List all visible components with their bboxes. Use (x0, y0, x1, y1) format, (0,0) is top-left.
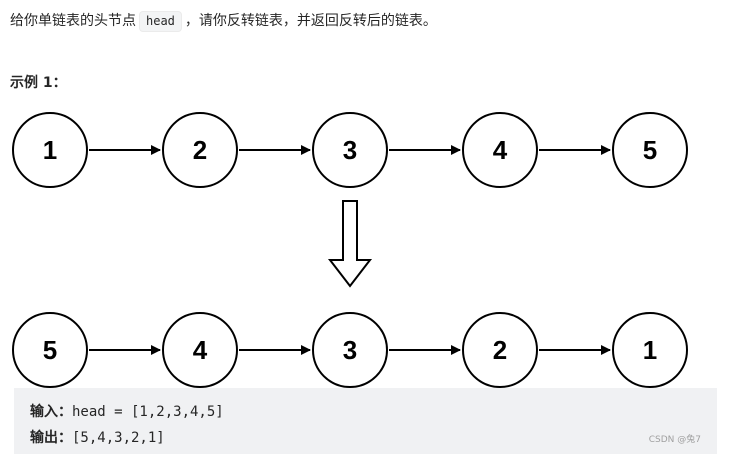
csdn-watermark: CSDN @兔7 (648, 435, 701, 445)
linked-list-diagram: 1 2 3 4 5 5 4 (12, 112, 688, 388)
code-head: head (139, 11, 182, 32)
node-value: 4 (193, 335, 208, 365)
list-node: 3 (312, 112, 388, 188)
list-node: 4 (162, 312, 238, 388)
list-node: 1 (12, 112, 88, 188)
original-list: 1 2 3 4 5 (12, 112, 688, 188)
list-node: 2 (162, 112, 238, 188)
node-value: 5 (43, 335, 57, 365)
node-value: 3 (343, 335, 357, 365)
input-label: 输入： (30, 404, 72, 420)
output-value: [5,4,3,2,1] (72, 430, 165, 446)
list-node: 4 (462, 112, 538, 188)
node-value: 2 (493, 335, 507, 365)
node-value: 2 (193, 135, 207, 165)
reversed-list: 5 4 3 2 1 (12, 312, 688, 388)
node-value: 1 (643, 335, 657, 365)
input-value: head = [1,2,3,4,5] (72, 404, 224, 420)
down-arrow-icon (327, 200, 373, 288)
list-node: 5 (612, 112, 688, 188)
list-node: 2 (462, 312, 538, 388)
input-line: 输入：head = [1,2,3,4,5] (30, 402, 224, 422)
example-title: 示例 1： (10, 75, 67, 91)
list-node: 1 (612, 312, 688, 388)
list-node: 3 (312, 312, 388, 388)
node-value: 5 (643, 135, 657, 165)
list-node: 5 (12, 312, 88, 388)
output-label: 输出： (30, 430, 72, 446)
node-value: 4 (493, 135, 508, 165)
node-value: 1 (43, 135, 57, 165)
example-io-block: 输入：head = [1,2,3,4,5] 输出：[5,4,3,2,1] CSD… (14, 388, 717, 454)
output-line: 输出：[5,4,3,2,1] (30, 428, 165, 448)
description-suffix: ，请你反转链表，并返回反转后的链表。 (184, 13, 437, 29)
node-value: 3 (343, 135, 357, 165)
description-prefix: 给你单链表的头节点 (10, 13, 136, 29)
